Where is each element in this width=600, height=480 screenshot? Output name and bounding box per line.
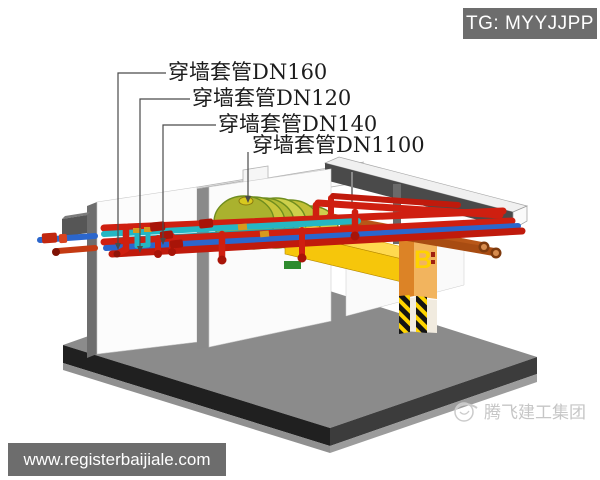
sleeve-label-dn160: 穿墙套管DN160 — [168, 60, 328, 84]
url-text: www.registerbaijiale.com — [23, 449, 211, 469]
sleeve-label-dn140: 穿墙套管DN140 — [218, 112, 378, 136]
small-green-tag — [284, 261, 301, 269]
company-logo-icon — [454, 401, 478, 422]
sleeve-label-dn1100: 穿墙套管DN1100 — [252, 133, 425, 157]
left-wall — [62, 186, 198, 358]
sleeve-label-dn120: 穿墙套管DN120 — [192, 86, 352, 110]
hazard-guard — [416, 296, 427, 333]
company-watermark: 腾飞建工集团 — [452, 398, 586, 423]
leader-lines — [115, 72, 251, 253]
hazard-guard — [399, 295, 410, 334]
red-pipe — [100, 207, 507, 232]
column-b: B — [393, 184, 437, 334]
tg-badge: TG: MYYJJPP — [463, 8, 597, 39]
pipe-bundle — [37, 193, 526, 265]
red-pipe — [330, 193, 461, 208]
url-bar: www.registerbaijiale.com — [8, 443, 226, 476]
tg-badge-text: TG: MYYJJPP — [466, 12, 594, 34]
company-watermark-text: 腾飞建工集团 — [484, 403, 586, 422]
column-b-letter: B — [414, 246, 432, 274]
red-pipe — [108, 227, 526, 258]
wall-sleeves — [149, 218, 270, 249]
left-wall-stubs — [37, 232, 98, 256]
